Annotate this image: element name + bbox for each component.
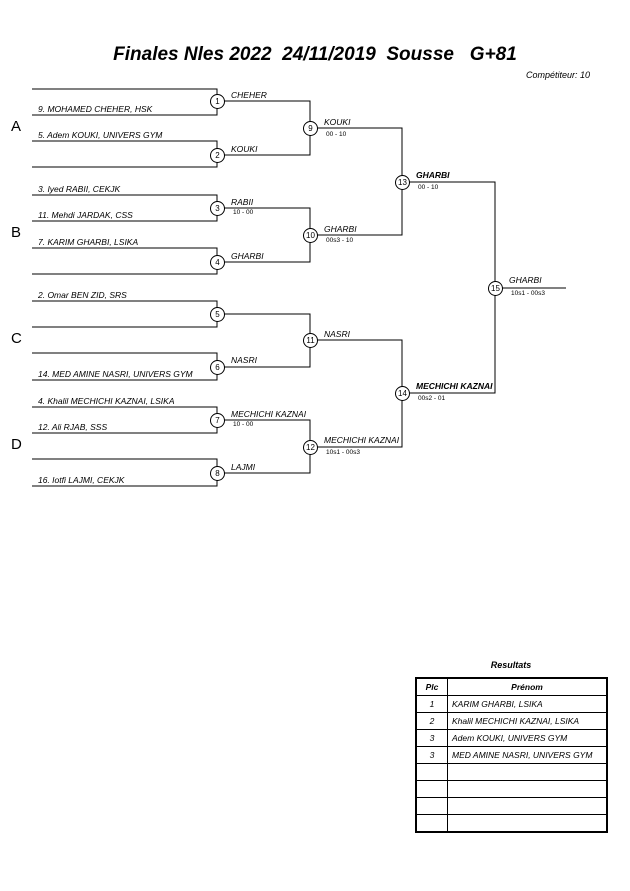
competitor-count: Compétiteur: 10 — [526, 70, 591, 80]
table-row — [415, 797, 608, 815]
column-header-prenom: Prénom — [447, 677, 608, 696]
match-number: 4 — [210, 255, 225, 270]
name-cell: Adem KOUKI, UNIVERS GYM — [447, 729, 608, 747]
place-cell — [415, 797, 448, 815]
entry-name: 12. Ali RJAB, SSS — [38, 422, 108, 432]
match-winner: NASRI — [231, 355, 257, 365]
match-number: 15 — [488, 281, 503, 296]
place-cell — [415, 814, 448, 833]
match-number: 2 — [210, 148, 225, 163]
page-title: Finales Nles 2022 24/11/2019 Sousse G+81 — [113, 44, 517, 65]
match-number: 1 — [210, 94, 225, 109]
match-winner: CHEHER — [231, 90, 267, 100]
match-winner: LAJMI — [231, 462, 256, 472]
match-number: 6 — [210, 360, 225, 375]
final-winner: GHARBI — [509, 275, 542, 285]
match-winner: MECHICHI KAZNAI — [231, 409, 307, 419]
match-number: 5 — [210, 307, 225, 322]
match-winner: MECHICHI KAZNAI — [416, 381, 493, 391]
match-number: 14 — [395, 386, 410, 401]
table-row — [415, 780, 608, 798]
match-score: 00 - 10 — [418, 184, 439, 191]
group-label-c: C — [11, 330, 22, 347]
place-cell: 1 — [415, 695, 448, 713]
match-score: 10 - 00 — [233, 209, 254, 216]
entry-name: 14. MED AMINE NASRI, UNIVERS GYM — [38, 369, 193, 379]
final-score: 10s1 - 00s3 — [511, 290, 545, 297]
entry-name: 16. Iotfi LAJMI, CEKJK — [38, 475, 125, 485]
match-winner: GHARBI — [231, 251, 264, 261]
entry-name: 11. Mehdi JARDAK, CSS — [38, 210, 133, 220]
entry-name: 5. Adem KOUKI, UNIVERS GYM — [38, 130, 163, 140]
group-label-a: A — [11, 118, 22, 135]
table-row — [415, 814, 608, 833]
match-number: 7 — [210, 413, 225, 428]
match-number: 12 — [303, 440, 318, 455]
column-header-plc: Plc — [415, 677, 448, 696]
place-cell: 3 — [415, 729, 448, 747]
entry-name: 2. Omar BEN ZID, SRS — [38, 290, 127, 300]
match-number: 10 — [303, 228, 318, 243]
entry-name: 3. Iyed RABII, CEKJK — [38, 184, 121, 194]
place-cell — [415, 763, 448, 781]
match-number: 11 — [303, 333, 318, 348]
match-score: 00s3 - 10 — [326, 237, 354, 244]
match-winner: RABII — [231, 197, 254, 207]
name-cell — [447, 763, 608, 781]
match-score: 10s1 - 00s3 — [326, 449, 360, 456]
match-winner: KOUKI — [324, 117, 351, 127]
match-score: 00 - 10 — [326, 131, 347, 138]
name-cell: Khalil MECHICHI KAZNAI, LSIKA — [447, 712, 608, 730]
match-number: 13 — [395, 175, 410, 190]
match-number: 8 — [210, 466, 225, 481]
place-cell: 2 — [415, 712, 448, 730]
match-winner: GHARBI — [416, 170, 450, 180]
entry-name: 7. KARIM GHARBI, LSIKA — [38, 237, 139, 247]
group-label-d: D — [11, 436, 22, 453]
entry-name: 4. Khalil MECHICHI KAZNAI, LSIKA — [38, 396, 175, 406]
results-title: Resultats — [490, 660, 532, 670]
match-winner: GHARBI — [324, 224, 357, 234]
match-winner: NASRI — [324, 329, 350, 339]
group-label-b: B — [11, 224, 22, 241]
entry-name: 9. MOHAMED CHEHER, HSK — [38, 104, 153, 114]
name-cell: MED AMINE NASRI, UNIVERS GYM — [447, 746, 608, 764]
match-score: 10 - 00 — [233, 421, 254, 428]
match-winner: KOUKI — [231, 144, 258, 154]
table-row — [415, 763, 608, 781]
name-cell: KARIM GHARBI, LSIKA — [447, 695, 608, 713]
place-cell: 3 — [415, 746, 448, 764]
match-score: 00s2 - 01 — [418, 395, 446, 402]
name-cell — [447, 780, 608, 798]
match-number: 9 — [303, 121, 318, 136]
match-number: 3 — [210, 201, 225, 216]
place-cell — [415, 780, 448, 798]
results-header-row: Plc Prénom — [415, 677, 608, 696]
match-winner: MECHICHI KAZNAI — [324, 435, 400, 445]
name-cell — [447, 814, 608, 833]
name-cell — [447, 797, 608, 815]
